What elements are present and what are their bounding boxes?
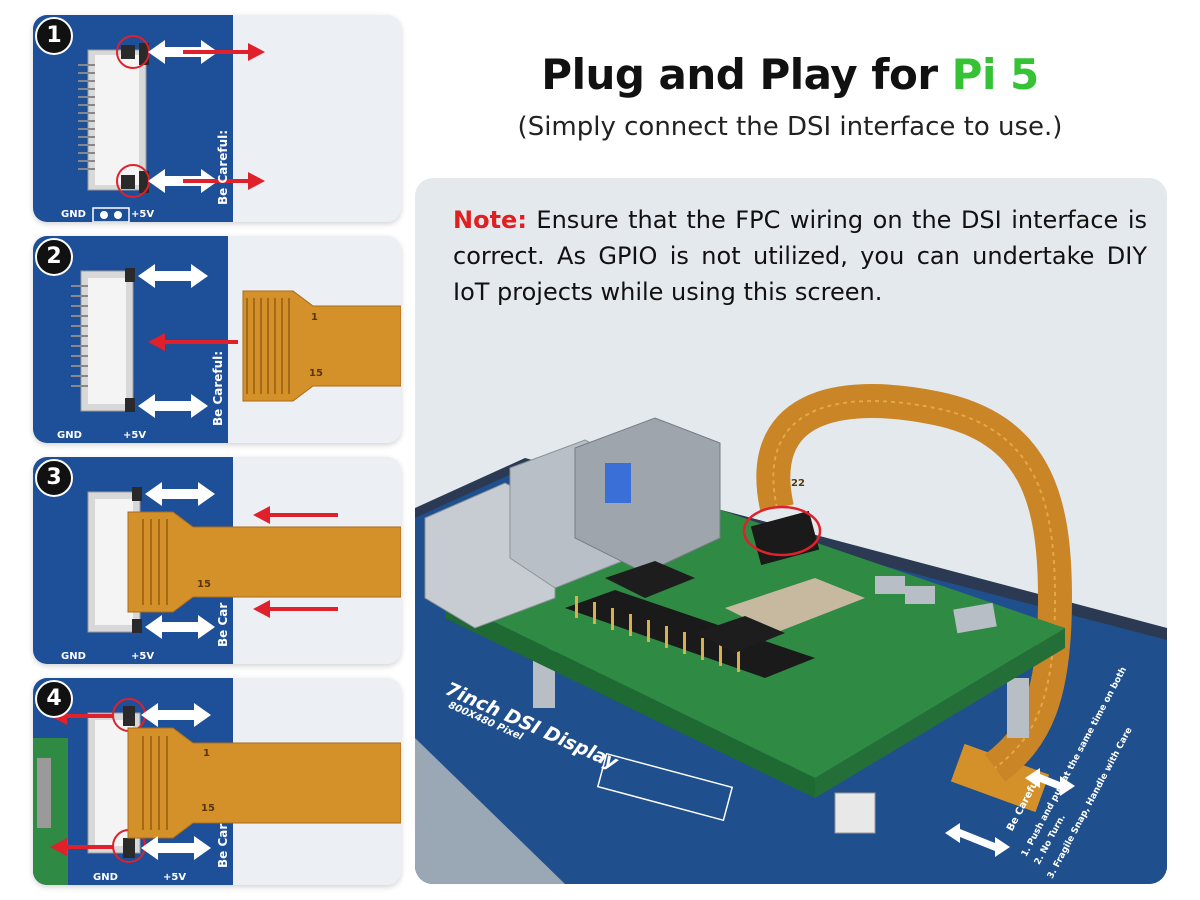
- step-4-warning: Be Car: [216, 823, 230, 868]
- step-1-illustration: [33, 15, 401, 222]
- step-1-gnd-label: GND: [61, 209, 86, 220]
- step-2-cable-pin-1: 1: [311, 312, 318, 323]
- step-2-panel: 2 Be Careful:: [33, 236, 401, 443]
- step-4-cable-pin-15: 15: [201, 803, 215, 814]
- note-text: Note: Ensure that the FPC wiring on the …: [453, 202, 1147, 310]
- step-4-panel: 4 Be Car 1 15 GND +5V: [33, 678, 401, 885]
- step-2-5v-label: +5V: [123, 430, 147, 441]
- title-accent: Pi 5: [951, 50, 1040, 99]
- page-subtitle: (Simply connect the DSI interface to use…: [517, 112, 1063, 142]
- page-title: Plug and Play for Pi 5: [415, 50, 1165, 99]
- step-1-warning: Be Careful:: [216, 129, 230, 205]
- step-2-illustration: [33, 236, 401, 443]
- step-1-badge: 1: [35, 17, 73, 55]
- step-2-badge: 2: [35, 238, 73, 276]
- step-3-illustration: [33, 457, 401, 664]
- step-4-cable-pin-1: 1: [203, 748, 210, 759]
- note-label: Note:: [453, 206, 527, 234]
- step-3-gnd-label: GND: [61, 651, 86, 662]
- step-4-5v-label: +5V: [163, 872, 187, 883]
- step-4-badge: 4: [35, 680, 73, 718]
- step-2-gnd-label: GND: [57, 430, 82, 441]
- step-3-badge: 3: [35, 459, 73, 497]
- product-panel: Note: Ensure that the FPC wiring on the …: [415, 178, 1167, 884]
- step-2-cable-pin-15: 15: [309, 368, 323, 379]
- step-4-illustration: [33, 678, 401, 885]
- step-3-5v-label: +5V: [131, 651, 155, 662]
- pi5-display-illustration: [415, 384, 1167, 884]
- step-2-warning: Be Careful:: [211, 350, 225, 426]
- step-3-cable-pin-15: 15: [197, 579, 211, 590]
- step-3-panel: 3 Be Car 15 GND +5V: [33, 457, 401, 664]
- step-1-panel: 1: [33, 15, 401, 222]
- note-body: Ensure that the FPC wiring on the DSI in…: [453, 206, 1147, 306]
- ribbon-pin-label: 22: [791, 478, 805, 489]
- step-3-warning: Be Car: [216, 602, 230, 647]
- step-4-gnd-label: GND: [93, 872, 118, 883]
- step-1-5v-label: +5V: [131, 209, 155, 220]
- title-prefix: Plug and Play for: [541, 50, 952, 99]
